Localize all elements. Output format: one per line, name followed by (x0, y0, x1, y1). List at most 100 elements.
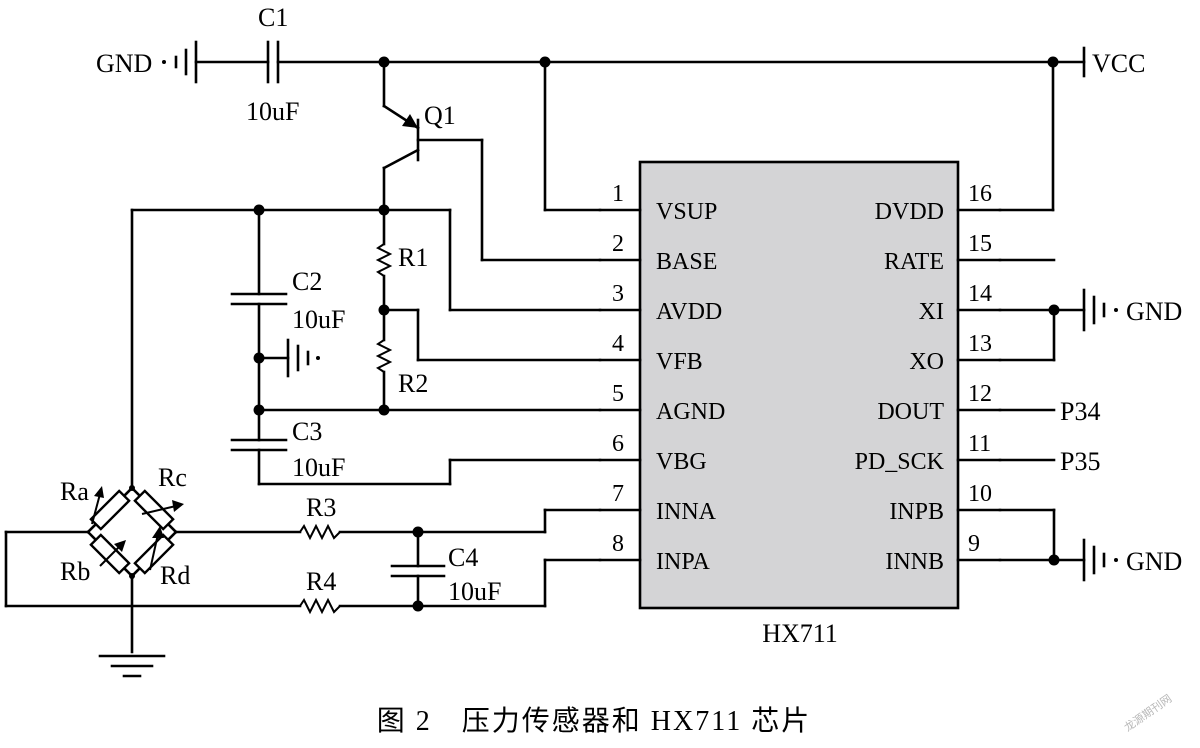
top-rail-wires (194, 60, 1086, 212)
pin-11-number: 11 (968, 431, 991, 457)
rc-arrowhead (172, 500, 184, 512)
bridge-resistor-rb (89, 533, 131, 575)
gnd-symbol-bridge (98, 654, 166, 678)
junction-xi-xo (1048, 304, 1060, 316)
transistor-q1-symbol (382, 104, 602, 262)
right-pin-lines (956, 208, 1002, 562)
c1-value-label: 10uF (246, 97, 299, 126)
pin-2-number: 2 (612, 231, 624, 257)
c3-value-label: 10uF (292, 453, 345, 482)
gnd-top-dot (162, 60, 166, 64)
junction-top-q1 (378, 56, 390, 68)
c4-value-label: 10uF (448, 577, 501, 606)
vcc-label: VCC (1092, 49, 1145, 78)
pin-14-number: 14 (968, 281, 992, 307)
figure-caption: 图 2 压力传感器和 HX711 芯片 (377, 705, 811, 737)
inna-inpa-wires (338, 508, 602, 608)
gnd-xi-dot (1114, 308, 1118, 312)
c4-ref-label: C4 (448, 543, 478, 572)
xi-xo-wires (998, 308, 1086, 362)
junction-agnd-r2 (378, 404, 390, 416)
resistor-r4-symbol (299, 597, 341, 615)
pin-5-name: AGND (656, 399, 725, 425)
bridge-resistor-rc (133, 489, 175, 531)
pin-12-name: DOUT (877, 399, 944, 425)
gnd-top-label: GND (96, 49, 152, 78)
pin-4-name: VFB (656, 349, 703, 375)
gnd-innb-dot (1114, 558, 1118, 562)
bridge-top-node (129, 485, 135, 491)
pin-13-number: 13 (968, 331, 992, 357)
pin-9-number: 9 (968, 531, 980, 557)
c3-ref-label: C3 (292, 417, 322, 446)
gnd-mid-dot (316, 356, 320, 360)
pd-sck-net-label: P35 (1060, 447, 1100, 476)
rb-arrowhead (114, 540, 126, 552)
r3-ref-label: R3 (306, 493, 336, 522)
pin-16-number: 16 (968, 181, 992, 207)
r1-ref-label: R1 (398, 243, 428, 272)
pin-10-name: INPB (889, 499, 944, 525)
ra-arrowhead (94, 486, 104, 498)
rd-ref-label: Rd (160, 561, 190, 590)
pin-15-number: 15 (968, 231, 992, 257)
inpb-innb-wires (998, 508, 1086, 562)
capacitor-c2-symbol (230, 208, 288, 412)
pin-12-number: 12 (968, 381, 992, 407)
resistor-r3-symbol (299, 523, 341, 541)
gnd-symbol-top (174, 40, 198, 84)
gnd-xi-label: GND (1126, 297, 1182, 326)
pin-1-name: VSUP (656, 199, 717, 225)
pin-8-number: 8 (612, 531, 624, 557)
r2-ref-label: R2 (398, 369, 428, 398)
pin-9-name: INNB (885, 549, 944, 575)
gnd-symbol-innb (1082, 538, 1106, 582)
junction-c4-top (412, 526, 424, 538)
rc-ref-label: Rc (158, 463, 187, 492)
bridge-resistor-ra (89, 489, 131, 531)
capacitor-c1-symbol (266, 40, 280, 84)
resistor-r1-symbol (375, 208, 393, 342)
pin-6-name: VBG (656, 449, 707, 475)
vfb-wire (382, 308, 602, 362)
rd-arrowhead (152, 526, 164, 538)
junction-top-dvdd (1047, 56, 1059, 68)
pin-13-name: XO (909, 349, 944, 375)
gnd-symbol-mid (257, 338, 310, 378)
pin-15-name: RATE (884, 249, 944, 275)
pin-8-name: INPA (656, 549, 710, 575)
watermark-text: 龙源期刊网 (1121, 691, 1174, 734)
gnd-innb-label: GND (1126, 547, 1182, 576)
hx711-chip-body (638, 160, 960, 610)
chip-name-label: HX711 (762, 619, 838, 648)
pin-1-number: 1 (612, 181, 624, 207)
gnd-symbol-xi (1082, 288, 1106, 332)
c2-ref-label: C2 (292, 267, 322, 296)
pin-4-number: 4 (612, 331, 624, 357)
c2-value-label: 10uF (292, 305, 345, 334)
pin-7-number: 7 (612, 481, 624, 507)
pin-10-number: 10 (968, 481, 992, 507)
rb-ref-label: Rb (60, 557, 90, 586)
capacitor-c3-symbol (230, 408, 602, 486)
ra-ref-label: Ra (60, 477, 89, 506)
bridge-bottom-node (129, 573, 135, 579)
pin-6-number: 6 (612, 431, 624, 457)
q1-ref-label: Q1 (424, 101, 456, 130)
r4-ref-label: R4 (306, 567, 336, 596)
junction-inpb-innb (1048, 554, 1060, 566)
junction-top-vsup (539, 56, 551, 68)
avdd-rail-wires (130, 208, 602, 490)
dout-net-label: P34 (1060, 397, 1100, 426)
pin-7-name: INNA (656, 499, 717, 525)
q1-emitter-arrow (402, 114, 418, 128)
pin-5-number: 5 (612, 381, 624, 407)
junction-c4-bottom (412, 600, 424, 612)
pin-2-name: BASE (656, 249, 717, 275)
pin-3-name: AVDD (656, 299, 722, 325)
bridge-variable-arrows (91, 493, 177, 571)
pin-14-name: XI (919, 299, 944, 325)
c1-ref-label: C1 (258, 3, 288, 32)
resistor-r2-symbol (375, 339, 393, 412)
